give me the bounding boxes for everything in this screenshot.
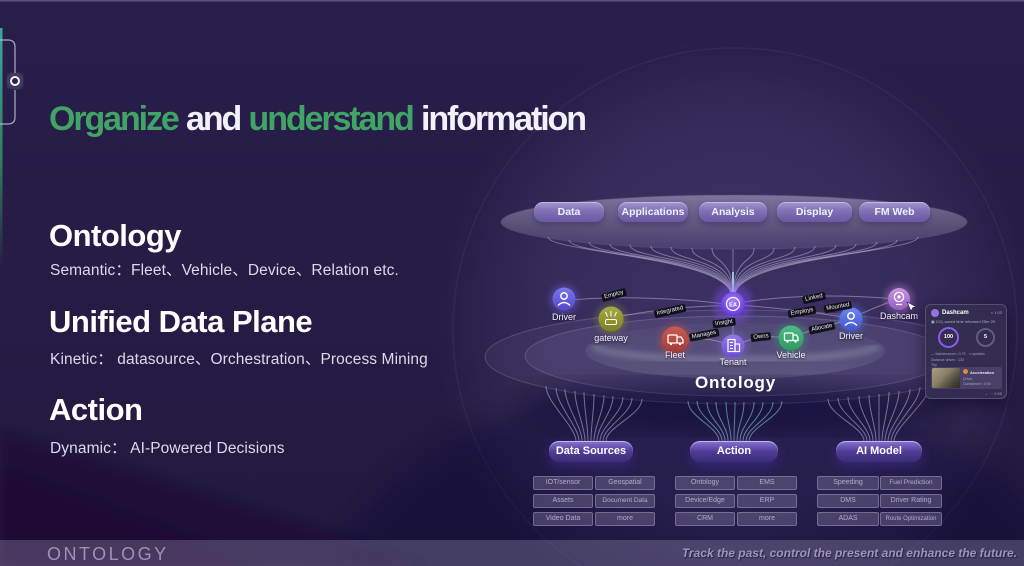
svg-text:EA: EA [729, 303, 737, 309]
